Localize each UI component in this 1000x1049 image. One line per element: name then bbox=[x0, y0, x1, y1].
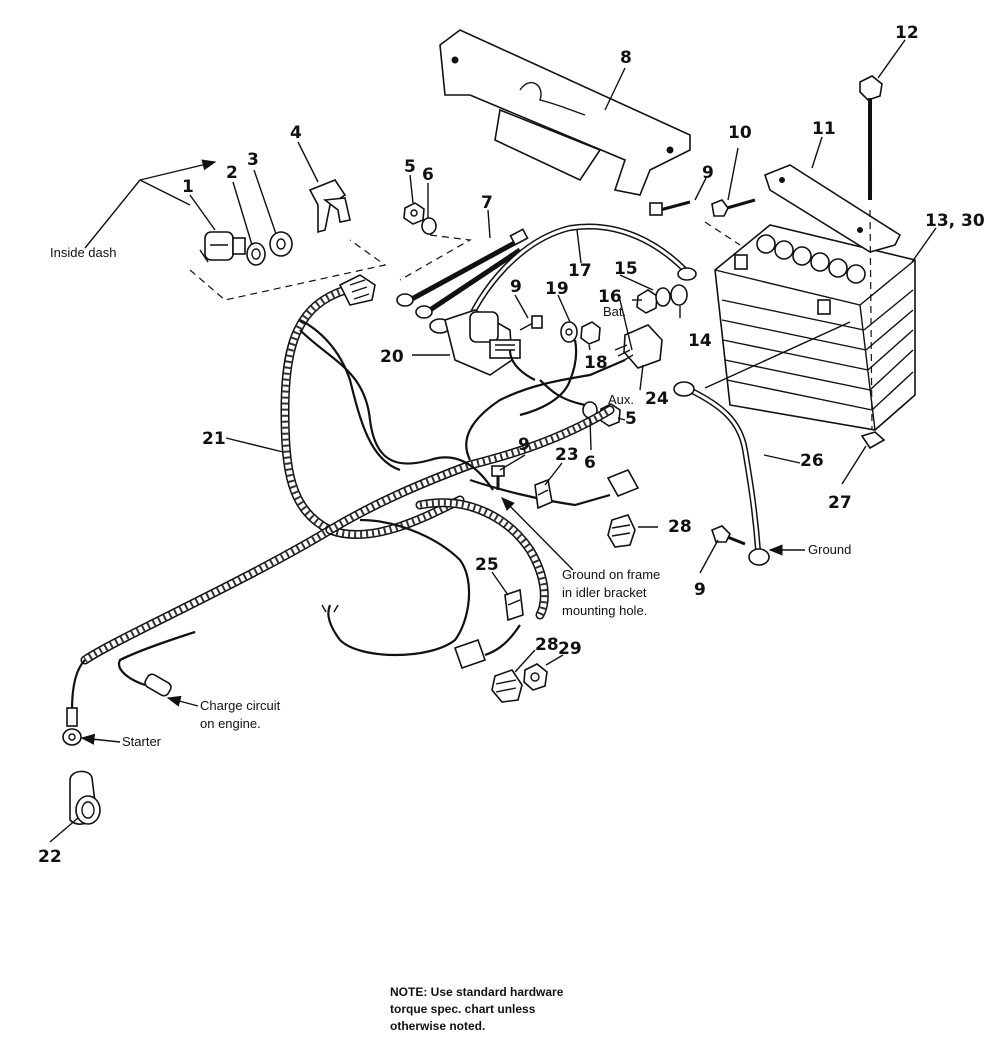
part-number-1: 1 bbox=[182, 177, 194, 197]
hold-down-plate-11 bbox=[764, 164, 902, 253]
part-number-5-upper: 5 bbox=[404, 157, 416, 177]
nut-2 bbox=[246, 242, 266, 266]
screw-9-ground bbox=[711, 525, 746, 546]
callout-starter: Starter bbox=[122, 734, 162, 749]
washer-3 bbox=[269, 231, 293, 257]
nut-29 bbox=[523, 663, 548, 691]
part-number-11: 11 bbox=[812, 119, 836, 139]
part-number-26: 26 bbox=[800, 451, 824, 471]
part-number-8: 8 bbox=[620, 48, 632, 68]
switch-28-upper bbox=[607, 514, 636, 548]
washer-15 bbox=[655, 287, 671, 307]
part-number-17: 17 bbox=[568, 261, 592, 281]
ground-cable-26 bbox=[673, 381, 770, 566]
callout-ground: Ground bbox=[808, 542, 851, 557]
callout-ground-frame-line2: in idler bracket bbox=[562, 585, 647, 600]
note-line-2: torque spec. chart unless bbox=[390, 1002, 536, 1016]
terminal-boot-22 bbox=[69, 770, 101, 825]
part-number-5-lower: 5 bbox=[625, 409, 637, 429]
module-24 bbox=[614, 324, 663, 369]
connector-23 bbox=[534, 478, 553, 510]
nut-27 bbox=[860, 431, 886, 450]
callout-ground-frame-line3: mounting hole. bbox=[562, 603, 647, 618]
connector-25 bbox=[504, 588, 524, 622]
part-number-6-upper: 6 bbox=[422, 165, 434, 185]
part-number-10: 10 bbox=[728, 123, 752, 143]
battery-13-30 bbox=[714, 224, 916, 431]
nut-16 bbox=[636, 289, 658, 314]
part-number-16: 16 bbox=[598, 287, 622, 307]
plug-harness-right bbox=[606, 468, 640, 498]
battery-bracket bbox=[439, 29, 691, 196]
part-number-9-frame: 9 bbox=[518, 435, 530, 455]
part-number-25: 25 bbox=[475, 555, 499, 575]
part-number-2: 2 bbox=[226, 163, 238, 183]
part-number-3: 3 bbox=[247, 150, 259, 170]
nut-18 bbox=[580, 321, 601, 345]
battery-cable-7 bbox=[396, 228, 529, 319]
part-number-27: 27 bbox=[828, 493, 852, 513]
part-number-9-solenoid: 9 bbox=[510, 277, 522, 297]
callout-charge-line2: on engine. bbox=[200, 716, 261, 731]
part-number-9-bracket: 9 bbox=[702, 163, 714, 183]
part-number-9-ground: 9 bbox=[694, 580, 706, 600]
callout-inside-dash: Inside dash bbox=[50, 245, 117, 260]
switch-28-lower bbox=[491, 669, 523, 703]
note-line-1: NOTE: Use standard hardware bbox=[390, 985, 564, 999]
callout-charge-line1: Charge circuit bbox=[200, 698, 281, 713]
part-number-14: 14 bbox=[688, 331, 712, 351]
part-number-21: 21 bbox=[202, 429, 226, 449]
part-number-13-30: 13, 30 bbox=[925, 211, 985, 231]
battery-cable-17 bbox=[429, 223, 697, 334]
keys-4 bbox=[308, 179, 351, 234]
bolt-10 bbox=[711, 198, 756, 217]
wire-fork-terminal bbox=[321, 604, 339, 613]
nut-5-upper bbox=[403, 202, 425, 225]
callout-aux: Aux. bbox=[608, 392, 634, 407]
note-line-3: otherwise noted. bbox=[390, 1019, 485, 1033]
part-number-6-lower: 6 bbox=[584, 453, 596, 473]
part-number-7: 7 bbox=[481, 193, 493, 213]
part-number-4: 4 bbox=[290, 123, 302, 143]
ignition-switch bbox=[199, 231, 246, 263]
part-number-19: 19 bbox=[545, 279, 569, 299]
part-number-15: 15 bbox=[614, 259, 638, 279]
washer-19 bbox=[560, 321, 578, 343]
washer-14 bbox=[670, 284, 688, 306]
part-number-28-upper: 28 bbox=[668, 517, 692, 537]
starter-solenoid bbox=[444, 309, 521, 376]
screw-9-solenoid bbox=[519, 315, 543, 331]
part-number-20: 20 bbox=[380, 347, 404, 367]
part-number-23: 23 bbox=[555, 445, 579, 465]
callout-ground-frame-line1: Ground on frame bbox=[562, 567, 660, 582]
part-number-24: 24 bbox=[645, 389, 669, 409]
lockwasher-6-upper bbox=[421, 217, 437, 235]
starter-ring-terminal bbox=[62, 707, 82, 746]
part-number-29: 29 bbox=[558, 639, 582, 659]
j-bolt-12 bbox=[859, 75, 883, 431]
callout-bat: Bat. bbox=[603, 304, 626, 319]
charge-connector bbox=[144, 673, 172, 697]
part-number-12: 12 bbox=[895, 23, 919, 43]
part-number-22: 22 bbox=[38, 847, 62, 867]
part-number-18: 18 bbox=[584, 353, 608, 373]
part-number-28-lower: 28 bbox=[535, 635, 559, 655]
screw-9-bracket bbox=[649, 200, 691, 216]
leader-lines bbox=[49, 39, 937, 843]
wire-harness-21 bbox=[70, 274, 626, 711]
